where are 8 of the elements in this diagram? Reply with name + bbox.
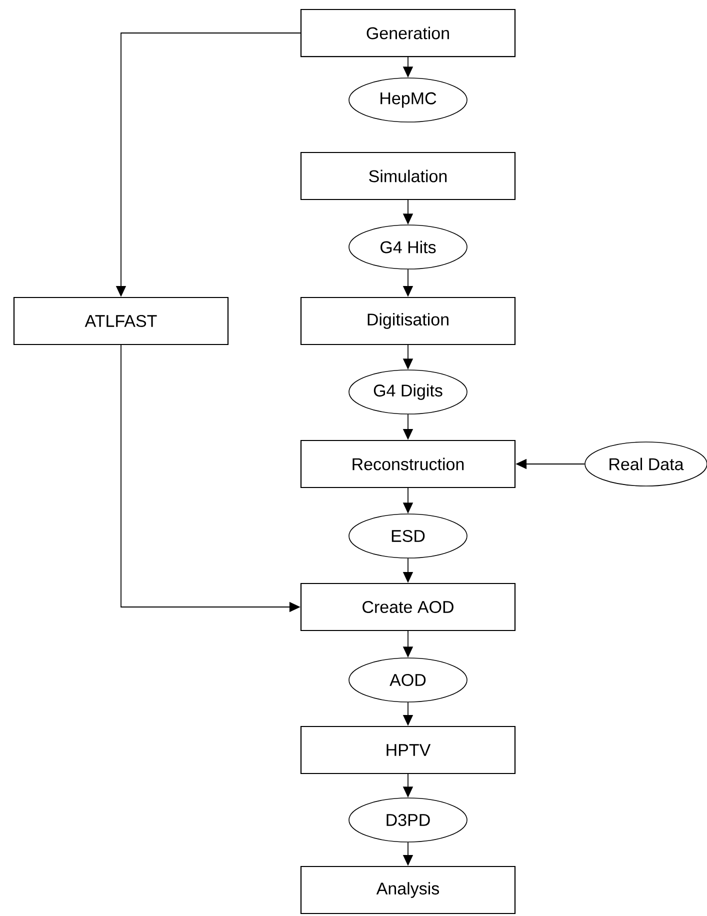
process-box: Simulation: [300, 152, 516, 200]
process-box: Digitisation: [300, 296, 516, 346]
process-box: Generation: [300, 8, 516, 58]
process-box: ATLFAST: [13, 296, 229, 346]
process-box: Analysis: [300, 866, 516, 914]
process-box: Create AOD: [300, 582, 516, 632]
process-box: Reconstruction: [300, 440, 516, 488]
process-box: HPTV: [300, 726, 516, 774]
